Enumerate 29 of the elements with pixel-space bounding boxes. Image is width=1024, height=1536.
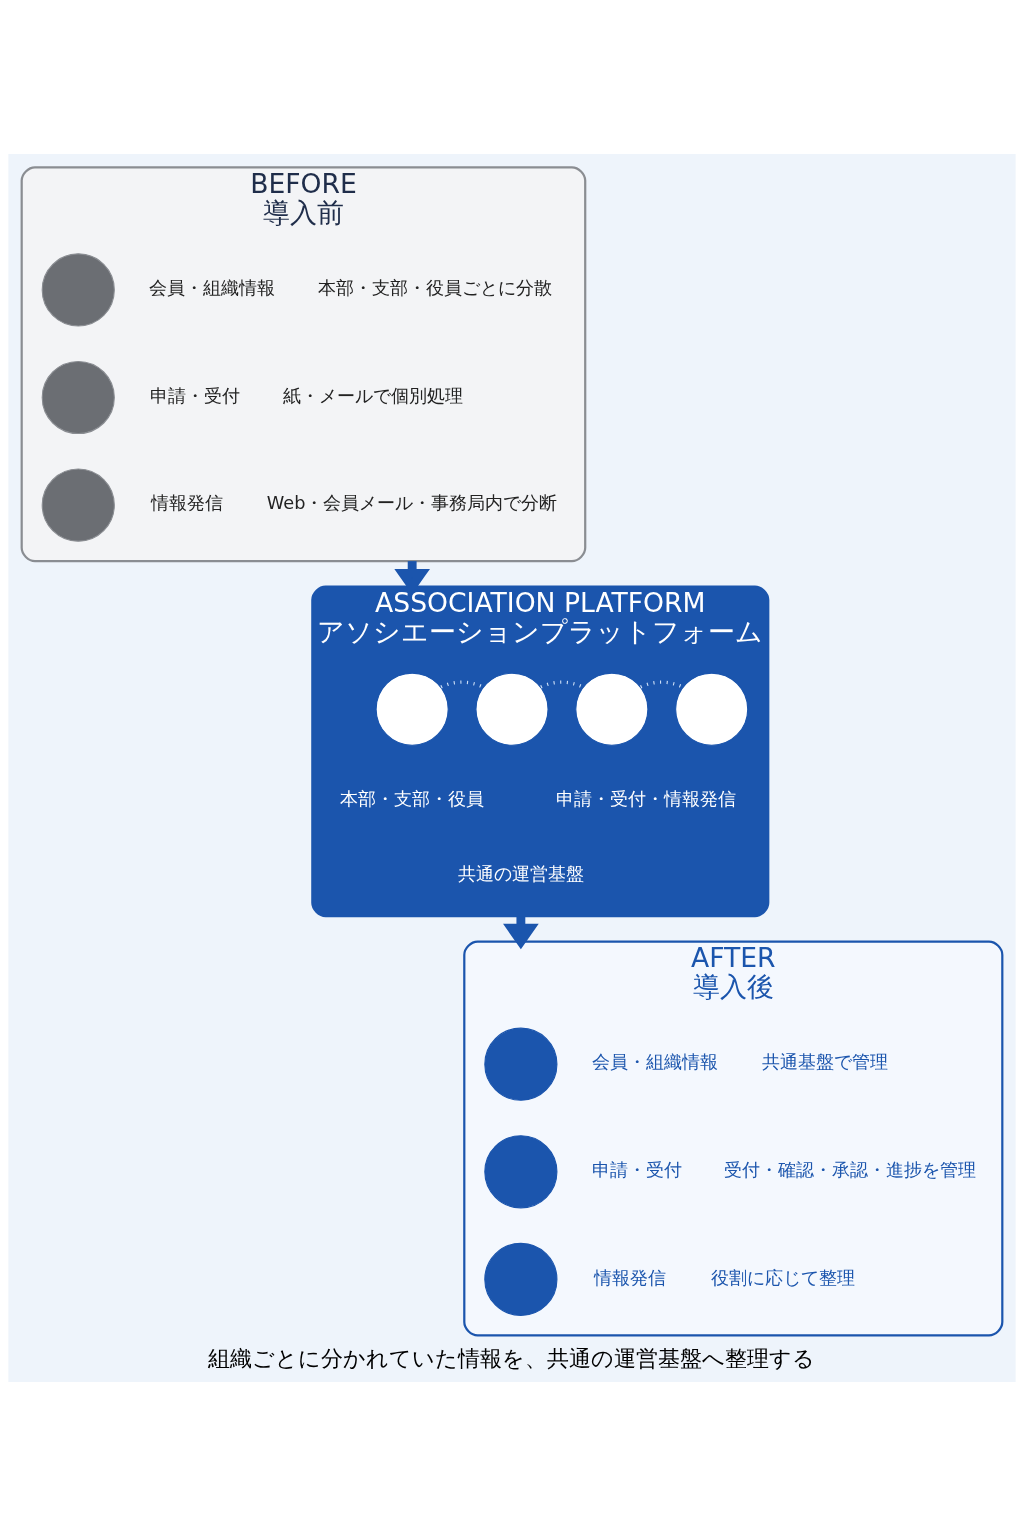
caption: 組織ごとに分かれていた情報を、共通の運営基盤へ整理する: [208, 1345, 816, 1372]
node-circle: [41, 253, 115, 327]
node-circle: [484, 1135, 558, 1209]
node-label: 本部・支部・役員: [340, 788, 485, 809]
connector: [540, 680, 584, 689]
node-text: 情報発信: [150, 493, 223, 514]
node-circle: [575, 672, 649, 746]
node-label: 申請・受付・情報発信: [556, 788, 737, 809]
node-text: 申請・受付: [592, 1160, 683, 1180]
node-circle: [41, 360, 115, 435]
node-circle: [475, 672, 549, 746]
node-text: 申請・受付: [149, 385, 240, 406]
node-text: Web・会員メール・事務局内で分断: [266, 493, 558, 514]
node-text: 情報発信: [593, 1267, 666, 1288]
connector: [440, 680, 484, 689]
node-text: 共通の運営基盤: [457, 864, 584, 885]
node-text: 会員・組織情報: [592, 1052, 719, 1073]
node-text: 共通基盤で管理: [761, 1052, 888, 1073]
node-text: 紙・メールで個別処理: [283, 385, 464, 406]
node-text: 受付・確認・承認・進捗を管理: [724, 1160, 977, 1180]
node-text: 会員・組織情報: [149, 278, 276, 299]
node-circle: [484, 1027, 558, 1101]
node-circle: [41, 468, 115, 542]
connector: [640, 680, 684, 689]
node-circle: [484, 1242, 558, 1316]
node-circle: [375, 672, 449, 746]
node-text: 本部・支部・役員ごとに分散: [318, 278, 553, 299]
node-text: 役割に応じて整理: [710, 1267, 855, 1288]
node-circle: [675, 672, 749, 746]
